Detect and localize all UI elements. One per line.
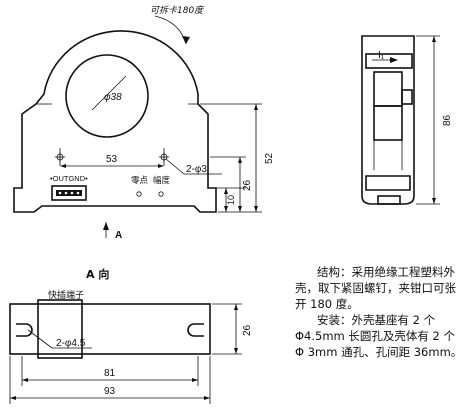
rotate-note: 可拆卡180度 <box>150 5 205 16</box>
bottom-body-outline <box>9 303 211 355</box>
slot-left <box>16 323 33 337</box>
side-view: I₁ 86 <box>361 35 453 205</box>
front-view: 可拆卡180度 φ38 53 2-φ3 •OUTGND• <box>13 5 275 241</box>
range-label: 幅度 <box>153 175 171 186</box>
dim-26b-label: 26 <box>242 324 253 336</box>
side-body-outline <box>361 35 415 205</box>
range-pot-icon <box>158 191 164 197</box>
dim-81-label: 81 <box>104 368 116 379</box>
dim-26-label: 26 <box>242 179 253 191</box>
side-current-box <box>365 53 413 69</box>
connector-label: •OUTGND• <box>50 174 88 183</box>
out-gnd-connector <box>51 185 87 201</box>
current-arrow-icon <box>390 57 398 63</box>
dim-52-label: 52 <box>264 152 275 164</box>
bore-diameter-label: φ38 <box>104 92 122 103</box>
bottom-terminal-block <box>37 299 83 359</box>
slot-callout-2-phi4-5: 2-φ4.5 <box>56 338 86 349</box>
dim-10-label: 10 <box>226 195 236 205</box>
bottom-view-title: A 向 <box>86 267 109 281</box>
hole-callout-2-phi3: 2-φ3 <box>186 164 207 175</box>
front-body-outline <box>13 30 217 213</box>
notes-block: 结构：采用绝缘工程塑料外壳，取下紧固螺钉，夹钳口可张开 180 度。 安装：外壳… <box>295 264 463 360</box>
dim-86-label: 86 <box>442 114 453 126</box>
current-label: I₁ <box>378 50 385 61</box>
note-install: 安装：外壳基座有 2 个 Φ4.5mm 长圆孔及壳体有 2 个 Φ 3mm 通孔… <box>295 313 463 359</box>
slot-right <box>187 323 204 337</box>
zero-pot-icon <box>136 191 142 197</box>
bore-leader <box>91 75 127 111</box>
view-arrow-icon <box>103 222 109 230</box>
side-clamp-upper <box>373 71 403 107</box>
rotation-arc <box>154 15 187 45</box>
rotation-arrowhead-icon <box>182 36 190 44</box>
bore-circle <box>65 54 149 138</box>
dim-53-label: 53 <box>106 154 118 165</box>
side-clamp-lower <box>373 105 403 141</box>
note-structure: 结构：采用绝缘工程塑料外壳，取下紧固螺钉，夹钳口可张开 180 度。 <box>295 265 456 311</box>
zero-label: 零点 <box>131 176 149 186</box>
view-arrow-label: A <box>115 230 122 241</box>
side-screw-tab <box>401 89 413 105</box>
dim-93-label: 93 <box>104 386 116 397</box>
side-base <box>365 175 411 191</box>
terminal-label: 快插端子 <box>48 289 84 301</box>
side-foot <box>377 195 401 205</box>
bottom-view: A 向 快插端子 2-φ4.5 26 81 93 <box>9 267 253 404</box>
